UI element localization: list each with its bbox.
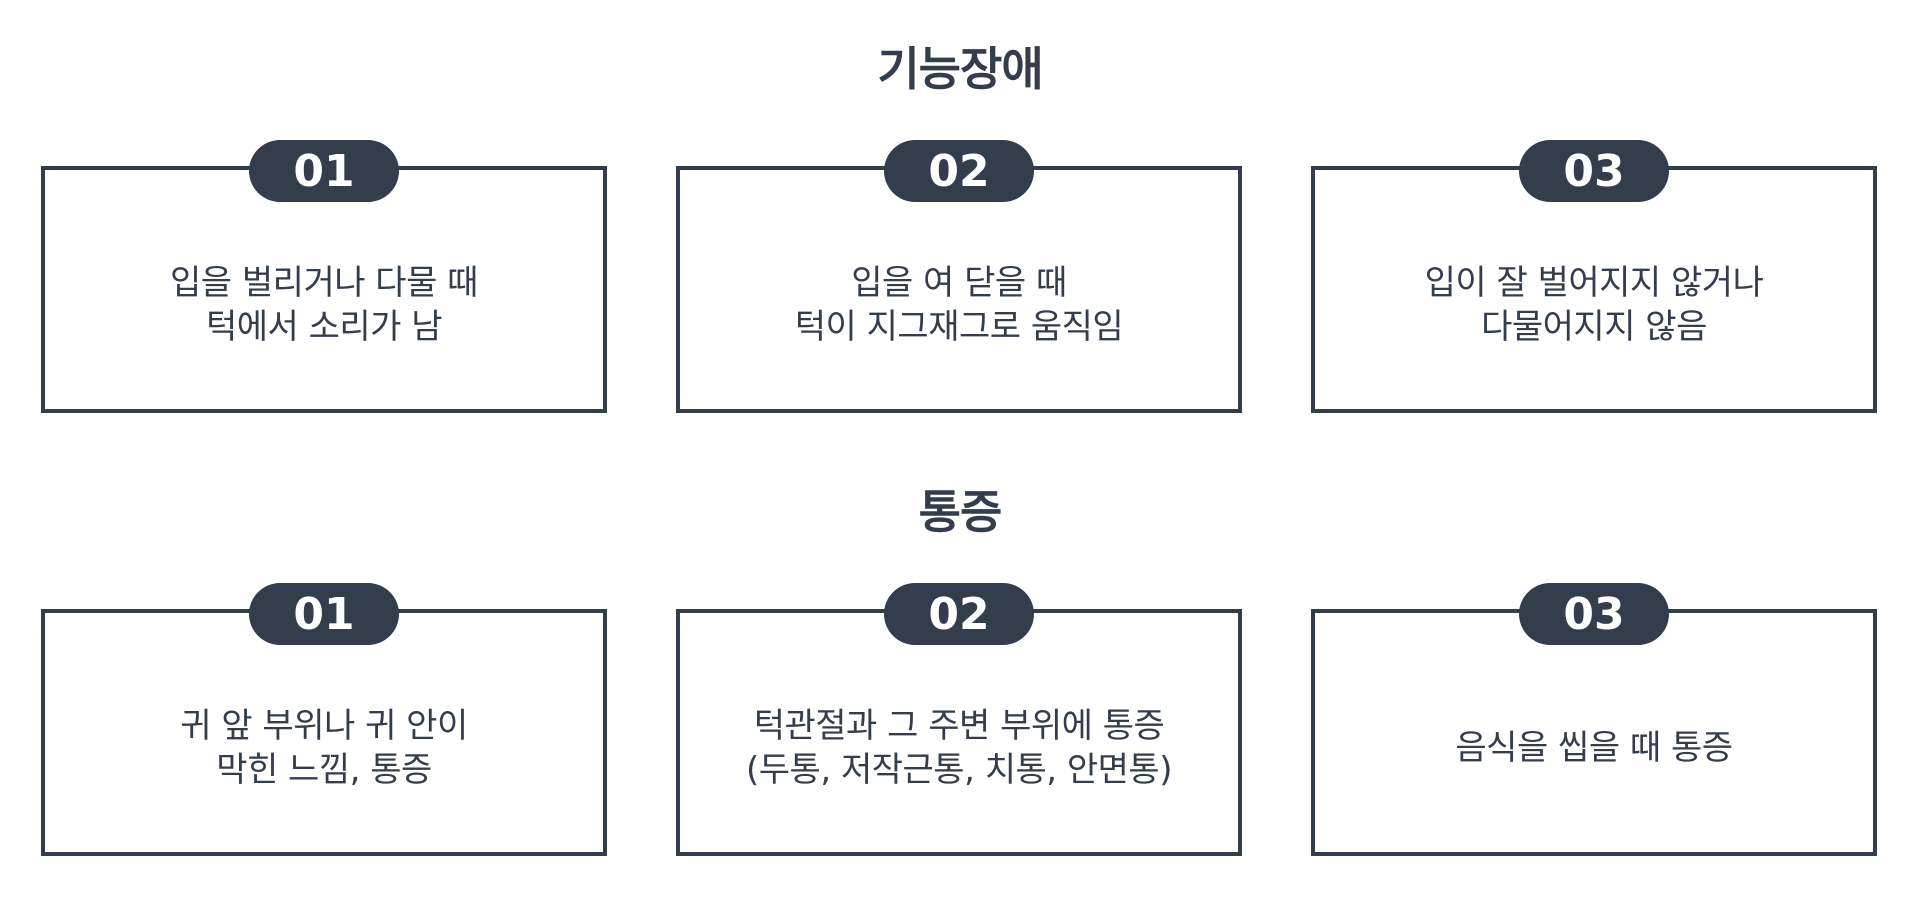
card-description: 입을 여 닫을 때 턱이 지그재그로 움직임 bbox=[794, 262, 1124, 347]
symptom-card: 03 입이 잘 벌어지지 않거나 다물어지지 않음 bbox=[1311, 140, 1877, 413]
card-number-badge: 03 bbox=[1519, 140, 1669, 202]
section-title-pain: 통증 bbox=[918, 485, 1003, 539]
symptom-card: 01 입을 벌리거나 다물 때 턱에서 소리가 남 bbox=[41, 140, 607, 413]
card-description: 음식을 씹을 때 통증 bbox=[1455, 727, 1733, 768]
card-description: 턱관절과 그 주변 부위에 통증 (두통, 저작근통, 치통, 안면통) bbox=[746, 705, 1172, 790]
card-description: 귀 앞 부위나 귀 안이 막힌 느낌, 통증 bbox=[180, 705, 468, 790]
card-description: 입을 벌리거나 다물 때 턱에서 소리가 남 bbox=[170, 262, 478, 347]
card-description: 입이 잘 벌어지지 않거나 다물어지지 않음 bbox=[1424, 262, 1764, 347]
card-number-badge: 02 bbox=[884, 583, 1034, 645]
symptom-card: 02 턱관절과 그 주변 부위에 통증 (두통, 저작근통, 치통, 안면통) bbox=[676, 583, 1242, 856]
symptom-card: 03 음식을 씹을 때 통증 bbox=[1311, 583, 1877, 856]
card-number-badge: 03 bbox=[1519, 583, 1669, 645]
card-number-badge: 02 bbox=[884, 140, 1034, 202]
card-number-badge: 01 bbox=[249, 583, 399, 645]
section-title-dysfunction: 기능장애 bbox=[877, 42, 1043, 96]
symptom-card: 02 입을 여 닫을 때 턱이 지그재그로 움직임 bbox=[676, 140, 1242, 413]
symptom-card: 01 귀 앞 부위나 귀 안이 막힌 느낌, 통증 bbox=[41, 583, 607, 856]
card-number-badge: 01 bbox=[249, 140, 399, 202]
